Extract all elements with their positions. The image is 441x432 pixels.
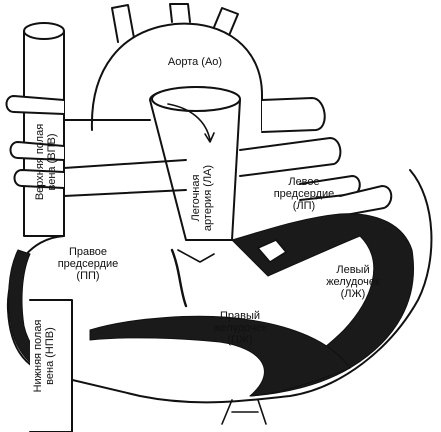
label-right-atrium: Правое предсердие (ПП) xyxy=(40,246,136,282)
label-superior-vena-cava: Верхняя полая вена (ВПВ) xyxy=(34,102,58,222)
aorta-branch-left xyxy=(112,5,134,42)
descending-aorta-stub xyxy=(222,400,266,424)
label-inferior-vena-cava: Нижняя полая вена (НПВ) xyxy=(32,304,56,408)
label-pulmonary-artery: Легочная артерия (ЛА) xyxy=(190,148,214,248)
aorta-right-outlet xyxy=(262,98,325,132)
tricuspid-valve xyxy=(172,250,186,306)
label-aorta: Аорта (Ао) xyxy=(150,56,240,68)
label-left-ventricle: Левый желудочек (ЛЖ) xyxy=(308,264,398,300)
label-left-atrium: Левое предсердие (ЛП) xyxy=(262,176,346,212)
label-right-ventricle: Правый желудочек (ПЖ) xyxy=(198,310,282,346)
pulmonary-artery-opening xyxy=(152,87,240,111)
aorta-branch-middle xyxy=(170,4,190,22)
pulmonary-branch-right xyxy=(240,138,340,176)
